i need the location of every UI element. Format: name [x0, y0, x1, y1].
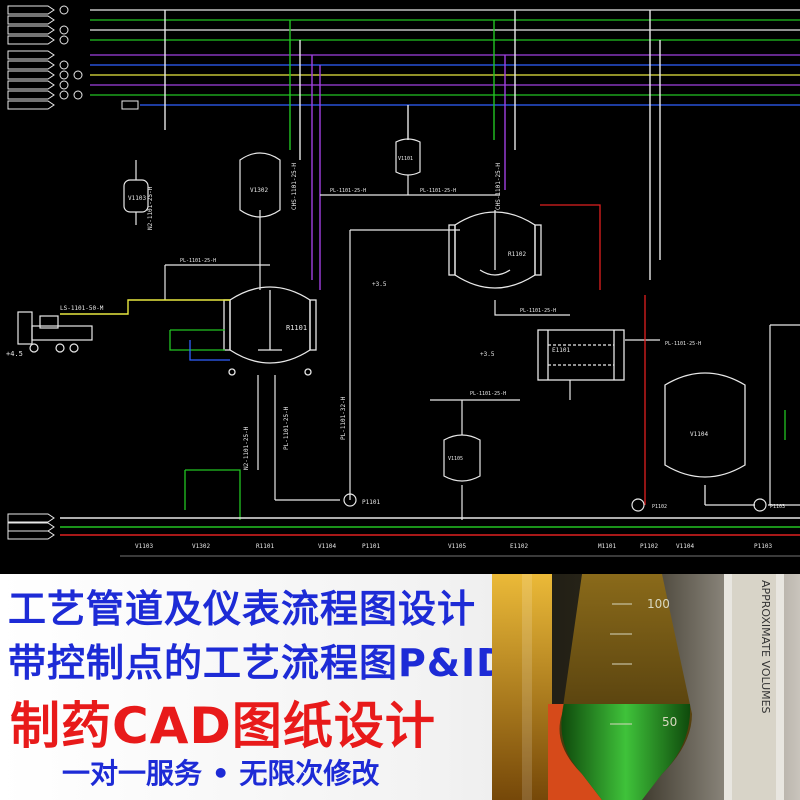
- svg-text:PL-1101-25-H: PL-1101-25-H: [283, 406, 290, 450]
- svg-text:LS-1101-50-M: LS-1101-50-M: [60, 305, 104, 312]
- cad-pid-drawing: V1103 N2-1101-25-H V1302 CHS-1101-25-H R…: [6, 5, 800, 557]
- green-loop: [169, 329, 241, 520]
- svg-text:P1102: P1102: [652, 504, 667, 510]
- blue-loop: [189, 340, 230, 361]
- svg-text:V1302: V1302: [192, 543, 210, 550]
- promo-banner: 工艺管道及仪表流程图设计 带控制点的工艺流程图P&ID 制药CAD图纸设计 一对…: [0, 574, 800, 800]
- utility-header-lines: [90, 9, 800, 106]
- reactor-r1101: R1101: [223, 286, 317, 376]
- svg-text:M1101: M1101: [598, 543, 616, 550]
- svg-text:CHS-1101-25-H: CHS-1101-25-H: [291, 163, 298, 210]
- svg-text:V1103: V1103: [135, 543, 153, 550]
- r1101-outlets: [257, 229, 460, 501]
- svg-text:PL-1101-25-H: PL-1101-25-H: [180, 258, 216, 264]
- elevation-left: +4.5: [6, 350, 23, 358]
- svg-text:P1101: P1101: [362, 499, 380, 506]
- utility-footer-lines: [60, 517, 800, 536]
- svg-text:+3.5: +3.5: [480, 351, 495, 358]
- promo-text-block: 工艺管道及仪表流程图设计 带控制点的工艺流程图P&ID 制药CAD图纸设计 一对…: [0, 574, 508, 800]
- svg-text:P1101: P1101: [362, 543, 380, 550]
- svg-text:P1103: P1103: [770, 504, 785, 510]
- footer-arrow-tags: [7, 513, 55, 540]
- bottom-title-block: V1103 V1302 R1101 V1104 P1101 V1105 E110…: [120, 543, 800, 557]
- svg-text:PL-1101-32-H: PL-1101-32-H: [340, 396, 347, 440]
- svg-text:P1102: P1102: [640, 543, 658, 550]
- photo-vertical-text: APPROXIMATE VOLUMES: [759, 580, 772, 714]
- svg-text:P1103: P1103: [754, 543, 772, 550]
- svg-text:PL-1101-25-H: PL-1101-25-H: [330, 188, 366, 194]
- svg-text:R1101: R1101: [256, 543, 274, 550]
- condenser-e1101: E1101: [537, 329, 625, 381]
- photo-scale-100: 100: [647, 597, 670, 611]
- svg-text:N2-1101-25-H: N2-1101-25-H: [147, 186, 154, 230]
- promo-tagline: 一对一服务 • 无限次修改: [62, 757, 380, 790]
- svg-text:V1105: V1105: [448, 543, 466, 550]
- vessel-v1101: V1101: [395, 138, 421, 195]
- svg-text:V1101: V1101: [398, 156, 413, 162]
- svg-text:E1101: E1101: [552, 347, 570, 354]
- svg-text:V1103: V1103: [128, 195, 146, 202]
- svg-text:V1104: V1104: [690, 431, 708, 438]
- lab-glassware-photo: 100 50 APPROXIMATE VOLUMES: [492, 574, 800, 800]
- pump-p1101: P1101: [343, 493, 380, 507]
- tanker-truck: [17, 311, 93, 353]
- promo-title-line1: 工艺管道及仪表流程图设计: [8, 587, 477, 631]
- vessel-v1103: V1103: [123, 160, 149, 225]
- svg-text:PL-1101-25-H: PL-1101-25-H: [420, 188, 456, 194]
- svg-text:V1104: V1104: [318, 543, 336, 550]
- svg-text:+3.5: +3.5: [372, 281, 387, 288]
- promo-title-line3: 制药CAD图纸设计: [10, 697, 436, 755]
- header-arrow-tags: [7, 5, 139, 110]
- svg-text:PL-1101-25-H: PL-1101-25-H: [470, 391, 506, 397]
- vessel-v1104: V1104: [664, 372, 746, 505]
- svg-text:V1302: V1302: [250, 187, 268, 194]
- photo-scale-50: 50: [662, 715, 677, 729]
- svg-text:R1101: R1101: [286, 324, 307, 332]
- reactor-r1102: R1102: [448, 210, 542, 289]
- svg-text:CHS-1101-25-H: CHS-1101-25-H: [495, 163, 502, 210]
- svg-text:E1102: E1102: [510, 543, 528, 550]
- pump-p1102: P1102: [631, 498, 667, 512]
- vessel-v1302: V1302: [239, 152, 281, 290]
- svg-text:V1104: V1104: [676, 543, 694, 550]
- svg-text:N2-1101-25-H: N2-1101-25-H: [243, 426, 250, 470]
- svg-text:V1105: V1105: [448, 456, 463, 462]
- svg-text:PL-1101-25-H: PL-1101-25-H: [520, 308, 556, 314]
- vertical-pipes: [164, 10, 661, 290]
- vessel-v1105: V1105: [443, 400, 481, 520]
- svg-text:PL-1101-25-H: PL-1101-25-H: [665, 341, 701, 347]
- svg-text:R1102: R1102: [508, 251, 526, 258]
- promo-title-line2: 带控制点的工艺流程图P&ID: [8, 641, 509, 685]
